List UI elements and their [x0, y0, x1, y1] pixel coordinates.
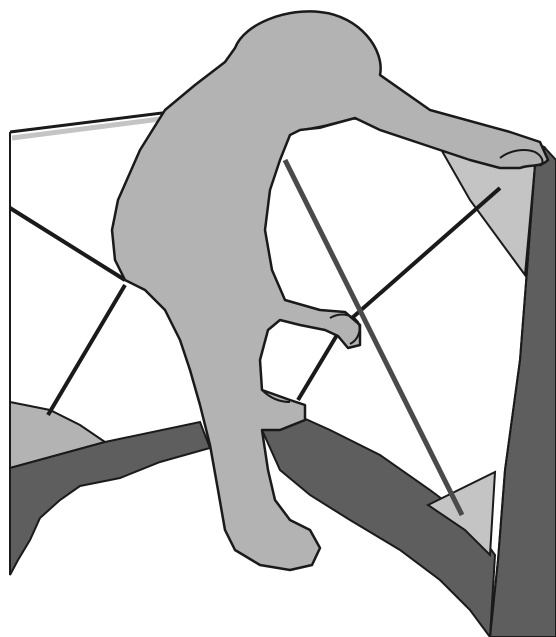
- pole-diagonal-right: [352, 188, 500, 318]
- pole-lower-left: [48, 285, 125, 415]
- pole-upper-left: [10, 208, 125, 280]
- pole-lower-center: [298, 330, 340, 400]
